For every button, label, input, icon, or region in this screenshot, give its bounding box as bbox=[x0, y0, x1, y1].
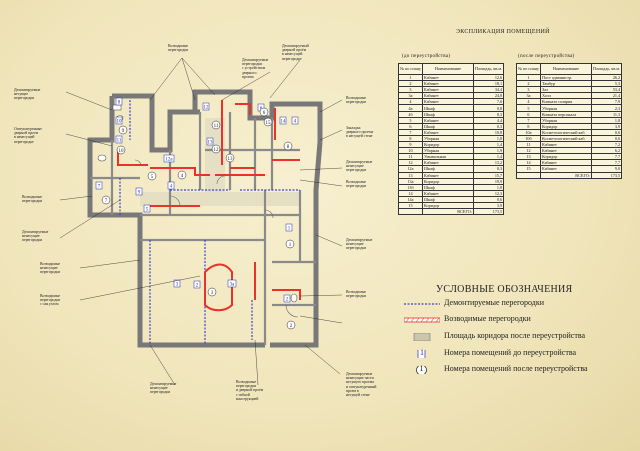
cell-name: ВСЕГО: bbox=[421, 208, 474, 216]
svg-text:13: 13 bbox=[228, 157, 234, 162]
note-bottom-1: Демонтируемые ненесущие перегородки bbox=[150, 382, 177, 395]
note-top-mid-3: Демонтируемые перегородки с устройством … bbox=[242, 58, 269, 79]
leader-lines bbox=[59, 57, 343, 386]
svg-text:13: 13 bbox=[208, 141, 214, 146]
cell-name: ВСЕГО: bbox=[539, 171, 592, 179]
explication-title: ЭКСПЛИКАЦИЯ ПОМЕЩЕНИЙ bbox=[456, 29, 550, 35]
svg-text:8: 8 bbox=[287, 145, 290, 150]
col-name: Наименование bbox=[421, 63, 474, 75]
svg-text:4: 4 bbox=[181, 174, 184, 179]
cell-name: Косметологический каб. bbox=[539, 134, 592, 143]
svg-text:12: 12 bbox=[204, 106, 210, 111]
col-area: Площадь, кв.м. bbox=[590, 63, 623, 75]
legend-label: Номера помещений после переустройства bbox=[444, 364, 588, 373]
note-right-3: Демонтируемые ненесущие перегородки bbox=[346, 160, 373, 173]
before-room-numbers: 1 3 3а 2 5 4 8 10 11 7 12а 13 14 4 6 12 … bbox=[95, 97, 299, 303]
cell-area: 173,5 bbox=[590, 171, 623, 179]
erected-partitions bbox=[117, 100, 301, 312]
inner-walls bbox=[90, 112, 316, 345]
floor-plan: 1 3 3а 2 5 4 8 10 11 7 12а 13 14 4 6 12 … bbox=[59, 57, 343, 386]
svg-text:2: 2 bbox=[290, 324, 293, 329]
svg-text:12: 12 bbox=[214, 148, 220, 153]
svg-text:3: 3 bbox=[211, 291, 214, 296]
note-bottom-2: Возводимые перегородки и дверной проём с… bbox=[236, 380, 264, 401]
note-top-left-2: Оштукатуренные дверной проем в ненесущей… bbox=[14, 127, 42, 144]
legend-label: Номера помещений до переустройства bbox=[444, 348, 577, 357]
col-number: № по плану bbox=[398, 63, 423, 75]
svg-text:8: 8 bbox=[118, 101, 121, 106]
note-right-7: Демонтируемые ненесущие части несущего п… bbox=[346, 372, 377, 398]
col-number: № по плану bbox=[516, 63, 541, 75]
explication-table-after: № по плану Наименование Площадь, кв.м. 1… bbox=[516, 63, 623, 179]
svg-text:11: 11 bbox=[214, 124, 219, 129]
svg-text:4: 4 bbox=[294, 120, 297, 125]
col-area: Площадь, кв.м. bbox=[472, 63, 505, 75]
svg-text:14: 14 bbox=[281, 120, 287, 125]
before-caption: (до переустройства) bbox=[402, 54, 451, 59]
note-right-1: Возводимые перегородки bbox=[346, 96, 367, 105]
col-name: Наименование bbox=[539, 63, 592, 75]
legend-label: Демонтируемые перегородки bbox=[444, 298, 545, 307]
svg-text:5: 5 bbox=[146, 208, 149, 213]
cell-number bbox=[398, 208, 423, 216]
svg-text:9: 9 bbox=[122, 129, 125, 134]
svg-text:5: 5 bbox=[151, 175, 154, 180]
svg-text:15: 15 bbox=[266, 121, 272, 126]
square-number-icon bbox=[417, 350, 426, 358]
corridor-area bbox=[140, 118, 300, 206]
note-left-3: Возводимые ненесущие перегородки bbox=[40, 262, 61, 275]
svg-text:1: 1 bbox=[288, 227, 291, 232]
svg-text:1: 1 bbox=[289, 243, 292, 248]
cell-name: Косметологический каб. bbox=[539, 128, 592, 136]
dashed-blue-line-icon bbox=[404, 303, 440, 305]
svg-text:2: 2 bbox=[196, 284, 199, 289]
cell-area: 173,5 bbox=[472, 208, 505, 216]
svg-text:7: 7 bbox=[105, 199, 108, 204]
legend-symbol-after: 1 bbox=[419, 364, 424, 373]
note-right-5: Демонтируемые ненесущие перегородки bbox=[346, 238, 373, 251]
svg-text:12а: 12а bbox=[165, 158, 173, 163]
corridor-swatch-icon bbox=[413, 333, 431, 341]
svg-text:4: 4 bbox=[170, 185, 173, 190]
legend-label: Площадь коридора после переустройства bbox=[444, 331, 586, 340]
svg-text:6: 6 bbox=[263, 111, 266, 116]
legend-label: Возводимые перегородки bbox=[444, 314, 531, 323]
explication-table-before: № по плану Наименование Площадь, кв.м. 1… bbox=[398, 63, 505, 216]
after-caption: (после переустройства) bbox=[518, 54, 575, 59]
table-row: ВСЕГО:173,5 bbox=[516, 171, 623, 179]
cell-number bbox=[516, 171, 541, 179]
svg-text:7: 7 bbox=[98, 185, 101, 190]
note-top-mid-1: Возводимые перегородки bbox=[168, 44, 189, 53]
svg-text:11: 11 bbox=[117, 139, 122, 144]
note-left-2: Демонтируемые ненесущие перегородки bbox=[22, 230, 49, 243]
note-right-6: Возводимые перегородки bbox=[346, 290, 367, 299]
note-left-1: Возводимые перегородки bbox=[22, 195, 43, 204]
svg-text:3а: 3а bbox=[230, 283, 236, 288]
svg-text:9: 9 bbox=[138, 191, 141, 196]
circle-number-icon bbox=[416, 366, 427, 374]
note-right-4: Возводимые перегородки bbox=[346, 180, 367, 189]
table-row: ВСЕГО:173,5 bbox=[398, 208, 505, 216]
doors bbox=[134, 159, 299, 318]
note-left-4: Возводимые перегородки с сан.узлом bbox=[40, 294, 61, 307]
note-right-2: Закладка дверного проема в несущей стене bbox=[346, 126, 374, 139]
legend-symbol-before: 1 bbox=[420, 348, 424, 357]
svg-text:10: 10 bbox=[119, 149, 125, 154]
note-top-mid-2: Демонтируемый дверной проём в ненесущей … bbox=[282, 44, 309, 61]
svg-text:10: 10 bbox=[117, 120, 123, 125]
hatched-red-line-icon bbox=[404, 317, 440, 323]
svg-text:3: 3 bbox=[176, 283, 179, 288]
note-top-left-1: Демонтируемые несущие перегородки bbox=[14, 88, 41, 101]
svg-text:2: 2 bbox=[286, 298, 289, 303]
legend-title: УСЛОВНЫЕ ОБОЗНАЧЕНИЯ bbox=[436, 284, 573, 295]
